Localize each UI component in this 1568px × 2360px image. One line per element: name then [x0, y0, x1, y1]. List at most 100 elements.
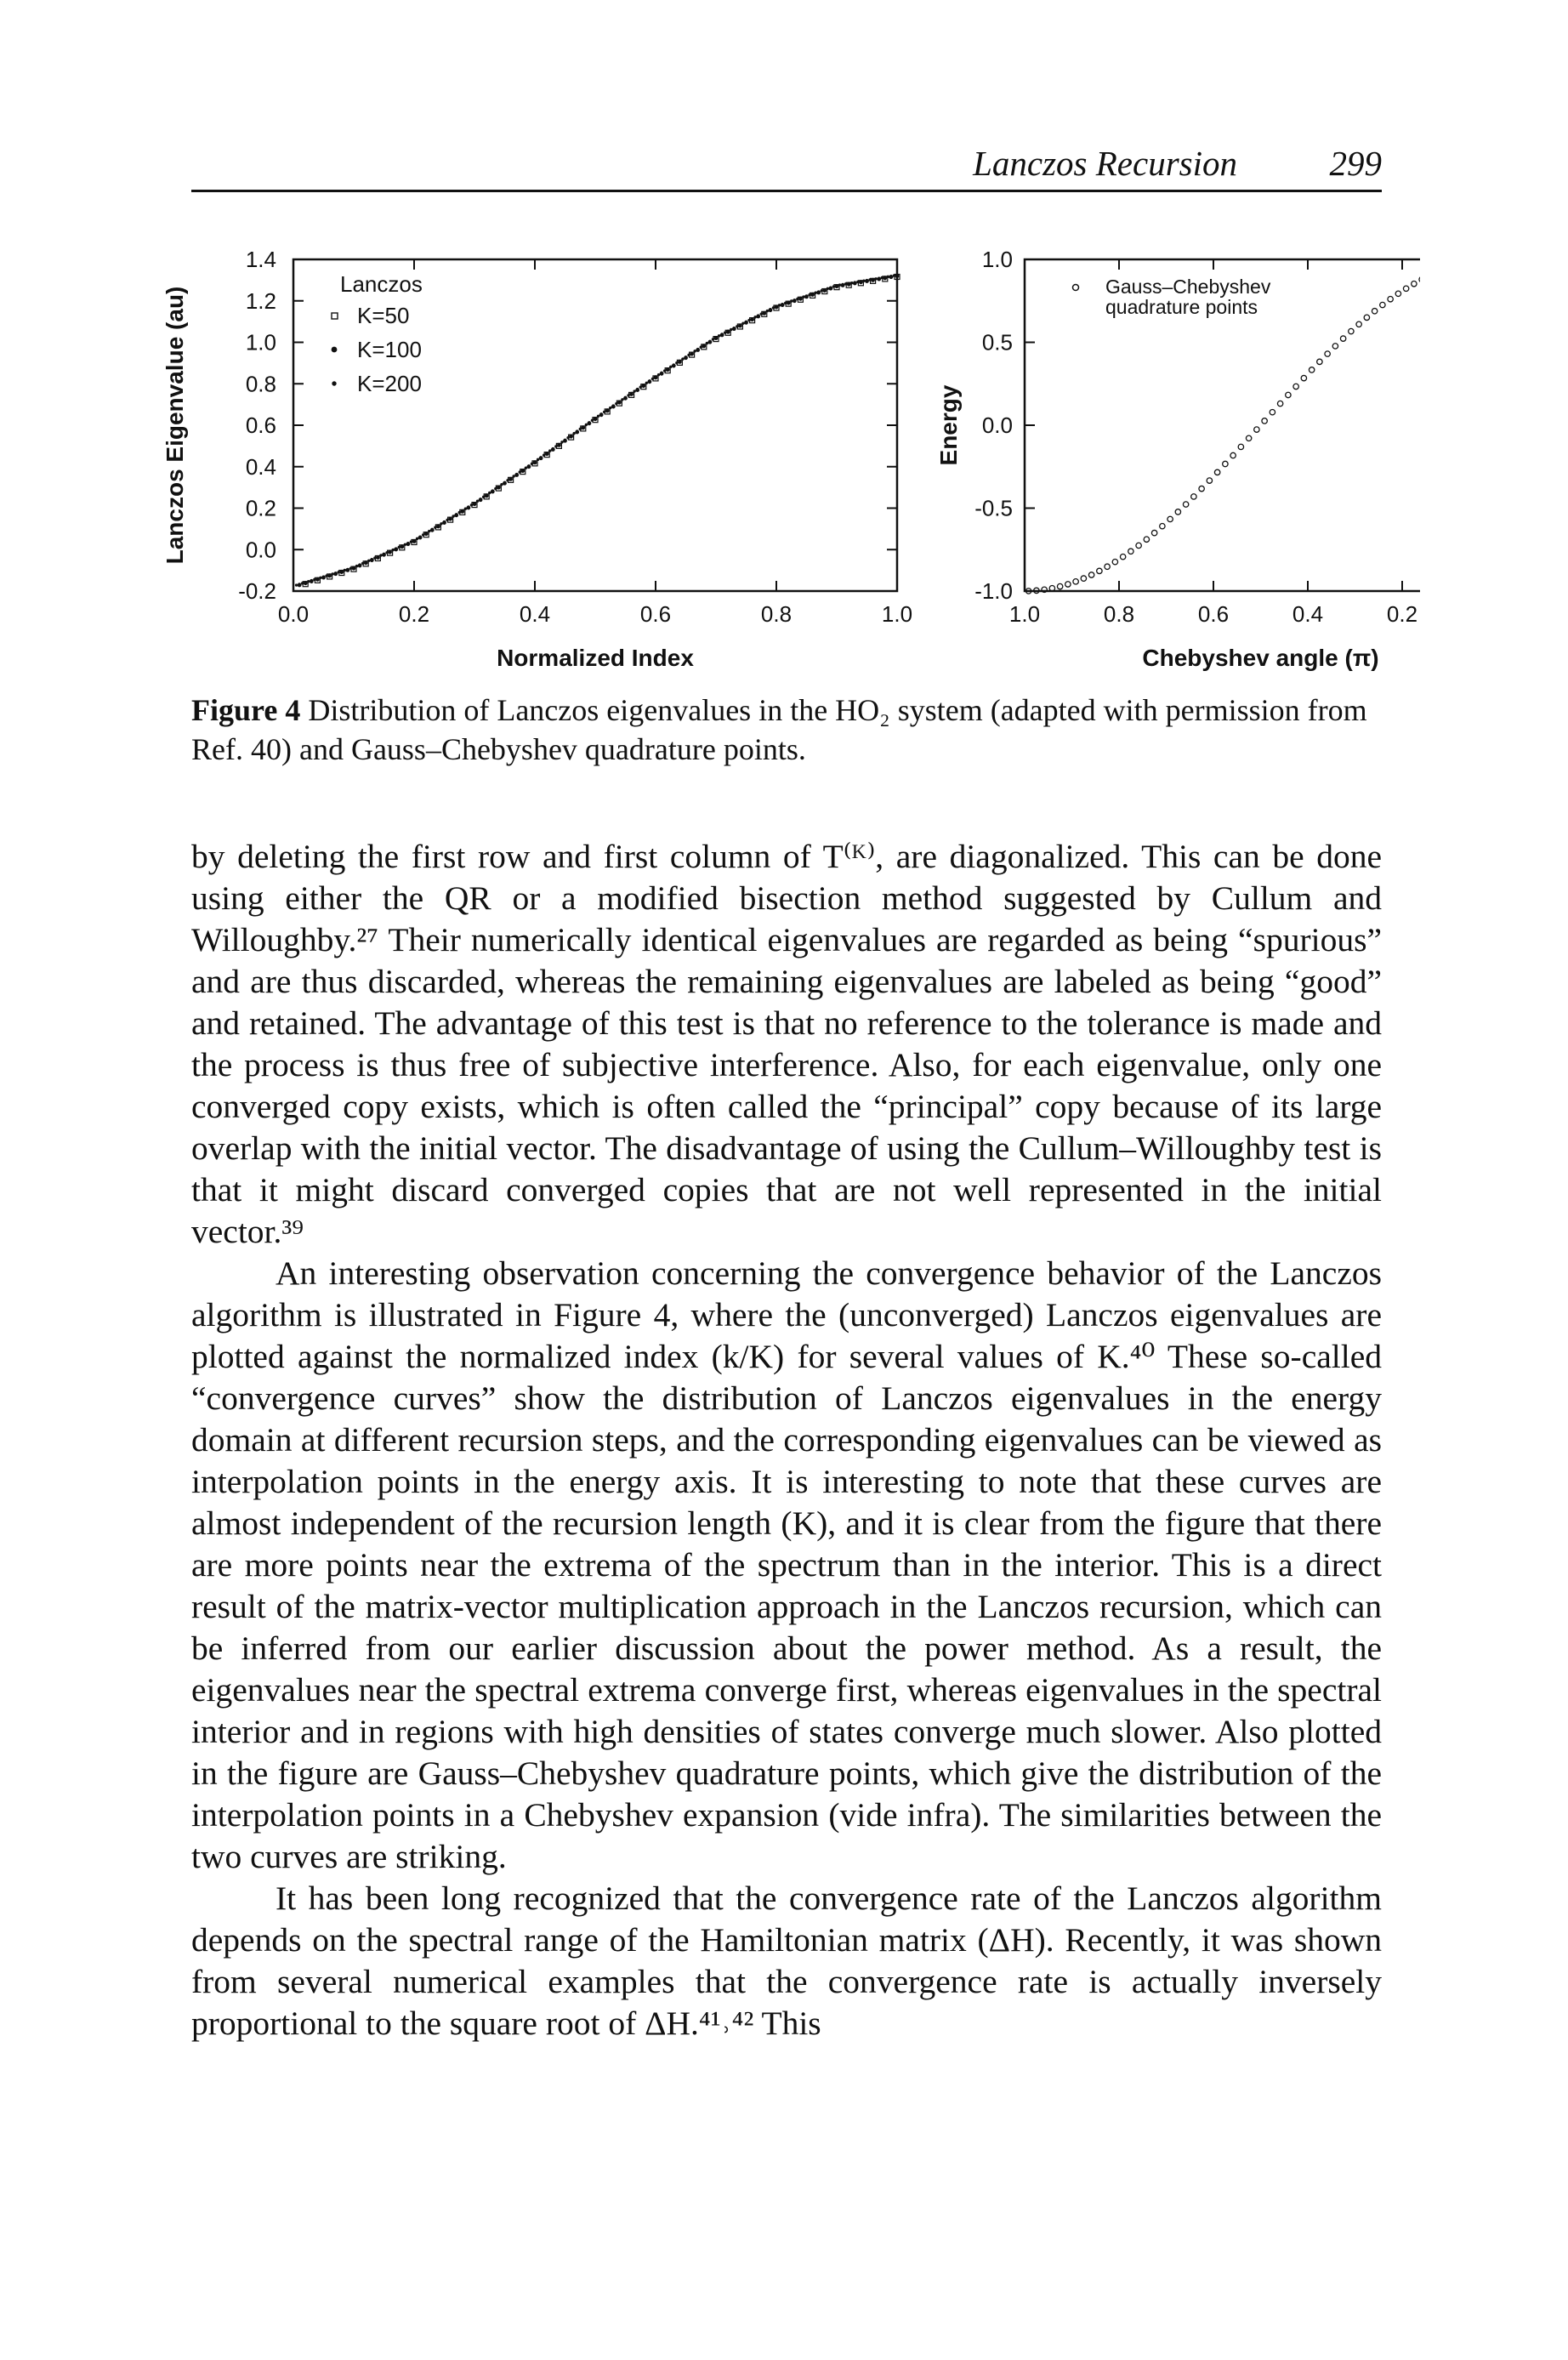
data-point [672, 363, 675, 367]
x-tick-label: 1.0 [1009, 601, 1040, 627]
data-point [430, 527, 434, 532]
data-point [832, 285, 836, 288]
data-point [307, 579, 310, 583]
data-point [705, 341, 709, 345]
data-point [892, 274, 896, 277]
data-point [406, 541, 410, 545]
data-point [506, 479, 509, 482]
series-k-200 [294, 273, 899, 587]
data-point [763, 310, 766, 315]
data-point [364, 560, 367, 564]
data-point [681, 357, 685, 361]
data-point [590, 418, 594, 422]
paragraph: An interesting observation concerning th… [191, 1254, 1382, 1875]
data-point [862, 279, 866, 282]
data-point [469, 503, 474, 507]
data-point [844, 282, 848, 286]
data-point [457, 510, 461, 515]
data-point [1308, 367, 1315, 373]
data-point [1072, 577, 1079, 585]
data-point [491, 489, 494, 492]
data-point [765, 309, 770, 313]
data-point [736, 325, 739, 328]
y-tick-label: 1.4 [246, 247, 276, 272]
data-point [730, 327, 733, 332]
y-tick-label: -0.5 [974, 496, 1013, 521]
data-point [313, 577, 316, 582]
data-point [1276, 400, 1284, 407]
data-point [1104, 563, 1111, 571]
data-point [1096, 567, 1103, 575]
data-point [1402, 285, 1410, 293]
data-point [771, 306, 775, 310]
data-point [1332, 343, 1339, 350]
data-point [732, 326, 736, 330]
data-point [401, 544, 404, 548]
legend-marker [1071, 283, 1080, 292]
data-point [648, 379, 651, 383]
data-point [820, 289, 823, 293]
data-point [481, 495, 486, 499]
data-point [878, 276, 881, 280]
data-point [1395, 290, 1402, 298]
data-point [1213, 469, 1221, 476]
data-point [633, 390, 636, 393]
data-point [488, 491, 491, 495]
data-point [880, 276, 883, 280]
data-point [1300, 374, 1308, 382]
x-tick-label: 0.8 [1104, 601, 1134, 627]
data-point [1363, 314, 1371, 321]
data-point [566, 436, 570, 440]
data-point [1025, 588, 1032, 594]
y-tick-label: -1.0 [974, 578, 1013, 604]
running-header: Lanczos Recursion 299 [191, 143, 1382, 192]
legend-label: Gauss–Chebyshev [1105, 276, 1271, 298]
data-point [563, 438, 567, 442]
data-point [808, 293, 811, 297]
data-point [804, 294, 809, 298]
data-point [859, 280, 863, 283]
data-point [557, 442, 561, 446]
data-point [669, 365, 673, 369]
data-point [781, 302, 784, 306]
data-point [883, 276, 887, 279]
y-tick-label: 0.4 [246, 454, 276, 480]
data-point [1056, 583, 1064, 590]
data-point [708, 339, 712, 343]
data-point [1143, 536, 1150, 543]
y-axis-label: Energy [935, 384, 962, 465]
y-tick-label: 1.0 [982, 247, 1013, 272]
data-point [717, 334, 721, 338]
data-point [775, 304, 778, 308]
data-point [388, 549, 392, 553]
legend-marker [332, 381, 337, 386]
data-point [376, 554, 380, 559]
data-point [602, 410, 606, 414]
data-point [1285, 391, 1292, 399]
y-tick-label: 1.0 [246, 330, 276, 355]
x-tick-label: 0.4 [520, 601, 550, 627]
data-point [1041, 586, 1048, 594]
data-point [660, 371, 663, 375]
data-point [1198, 485, 1205, 492]
data-point [415, 537, 419, 541]
data-point [461, 509, 464, 513]
data-point [621, 398, 624, 401]
data-point [1159, 522, 1166, 530]
data-point [446, 518, 449, 522]
data-point [1230, 452, 1236, 459]
data-point [889, 275, 893, 278]
data-point [373, 556, 377, 560]
data-point [463, 507, 468, 510]
data-point [678, 359, 682, 363]
x-axis-label: Normalized Index [497, 645, 694, 671]
y-tick-label: 0.8 [246, 371, 276, 396]
data-point [645, 381, 649, 384]
x-tick-label: 0.4 [1292, 601, 1323, 627]
data-point [533, 460, 537, 463]
data-point [865, 278, 869, 282]
